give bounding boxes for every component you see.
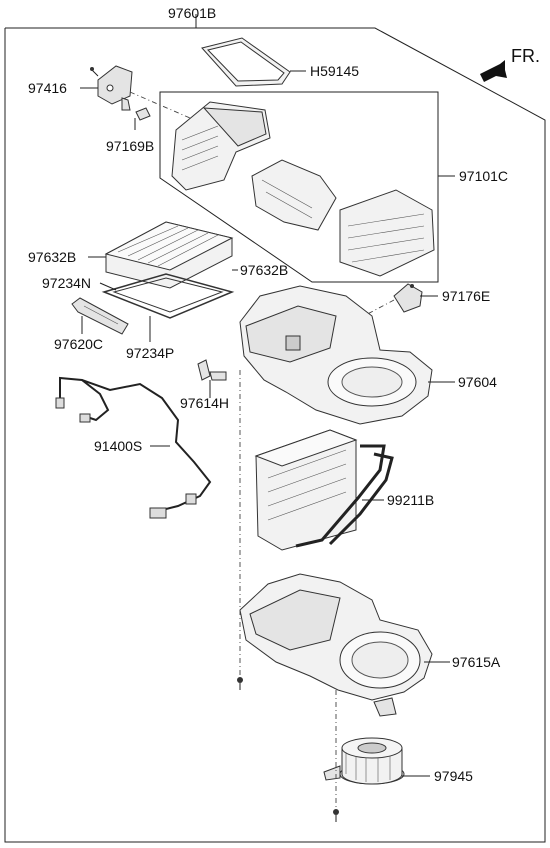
screws [237, 677, 339, 822]
upper-case-part [159, 91, 455, 283]
cabin-filter-part [88, 221, 238, 289]
label-front: FR. [511, 46, 540, 66]
label-97169B: 97169B [106, 138, 154, 154]
actuator-part [80, 65, 191, 130]
label-97416: 97416 [28, 80, 67, 96]
alignment-lines [239, 370, 337, 810]
filter-cover-part [71, 297, 129, 335]
gasket-part [201, 37, 306, 87]
label-99211B: 99211B [387, 492, 434, 508]
label-97234N: 97234N [42, 275, 91, 291]
wiring-harness-part [55, 376, 212, 519]
label-91400S: 91400S [94, 438, 142, 454]
label-97614H: 97614H [180, 395, 229, 411]
filter-frame-part [99, 273, 235, 342]
label-97945: 97945 [434, 768, 473, 784]
main-case-part [239, 285, 455, 425]
label-97604: 97604 [458, 374, 497, 390]
label-H59145: H59145 [310, 63, 359, 79]
evaporator-part [254, 429, 394, 551]
blower-motor-part [323, 737, 430, 785]
label-97615A: 97615A [452, 654, 501, 670]
label-97176E: 97176E [442, 288, 490, 304]
front-arrow-icon [480, 60, 507, 82]
label-97234P: 97234P [126, 345, 174, 361]
label-assembly: 97601B [168, 5, 216, 21]
sensor-part [197, 359, 227, 398]
label-97632B-left: 97632B [28, 249, 76, 265]
label-97632B-right: 97632B [240, 262, 288, 278]
assembly-frame [4, 14, 546, 843]
lower-case-part [239, 573, 450, 717]
label-97101C: 97101C [459, 168, 508, 184]
resistor-part [359, 283, 438, 319]
label-97620C: 97620C [54, 336, 103, 352]
